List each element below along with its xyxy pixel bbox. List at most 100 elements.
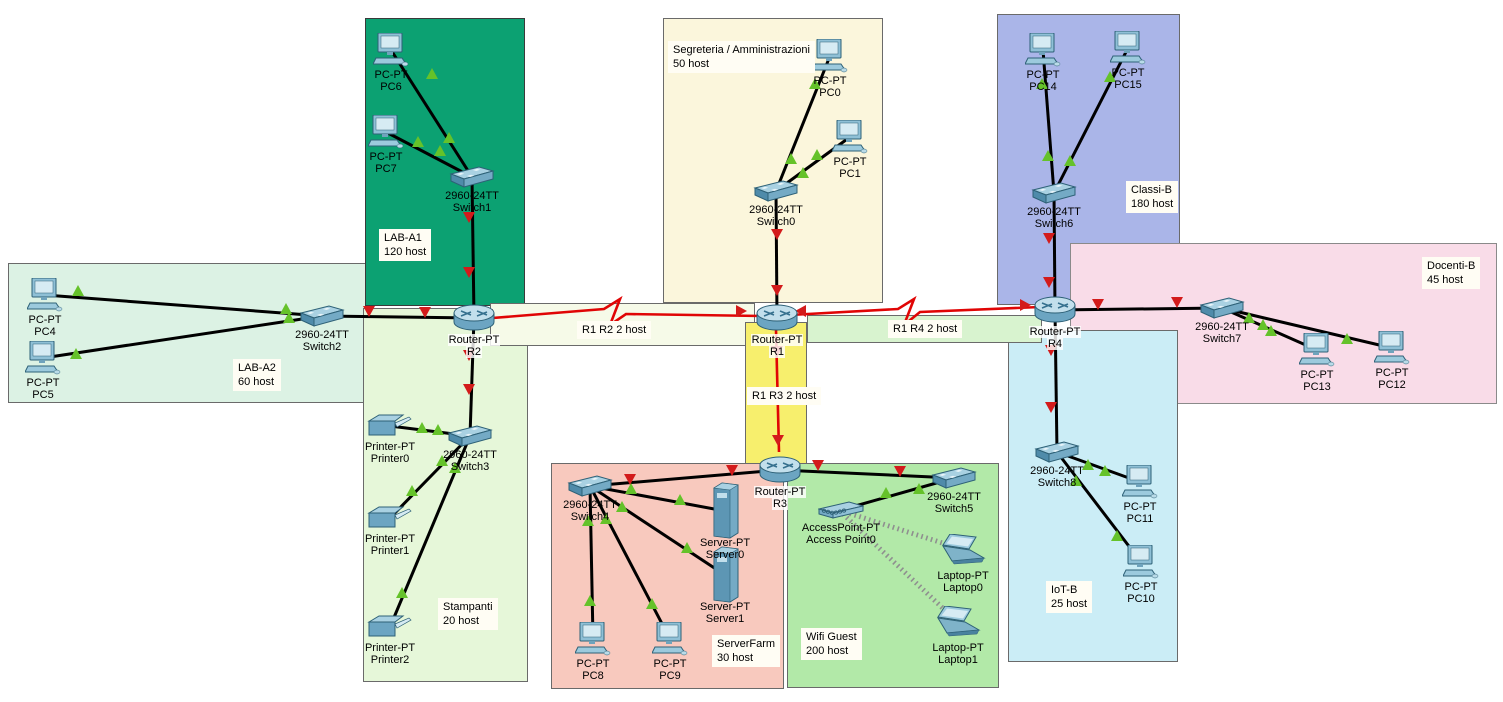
link-switch2-r2[interactable]: [321, 314, 475, 320]
link-switch4-server0[interactable]: [589, 484, 726, 513]
link-switch4-pc8[interactable]: [588, 485, 595, 640]
note-r1-r4: R1 R4 2 host: [888, 320, 963, 338]
printer-icon: [367, 412, 413, 440]
link-status-arrow-red: [726, 465, 738, 476]
device-switch8[interactable]: [1034, 440, 1080, 464]
device-pc0[interactable]: [812, 39, 848, 73]
router-icon: [757, 455, 803, 485]
link-switch8-pc11[interactable]: [1056, 450, 1141, 484]
link-status-arrow-green: [646, 598, 658, 609]
device-pc10[interactable]: [1123, 545, 1159, 579]
device-switch2[interactable]: [299, 304, 345, 328]
device-switch6[interactable]: [1031, 181, 1077, 205]
link-status-arrow-green: [396, 587, 408, 598]
link-switch6-r4[interactable]: [1052, 192, 1057, 311]
device-switch0[interactable]: [753, 179, 799, 203]
link-pc6-switch1[interactable]: [389, 49, 474, 178]
link-status-arrow-green: [625, 483, 637, 494]
device-access-point0[interactable]: [818, 500, 864, 520]
device-pc13[interactable]: [1299, 333, 1335, 367]
device-pc5[interactable]: [25, 341, 61, 375]
link-r4-switch7[interactable]: [1054, 306, 1223, 312]
link-status-arrow-green: [811, 149, 823, 160]
device-pc11[interactable]: [1122, 465, 1158, 499]
device-pc1[interactable]: [832, 120, 868, 154]
link-status-arrow-red: [463, 212, 475, 223]
device-switch5[interactable]: [931, 466, 977, 490]
device-pc6[interactable]: [373, 33, 409, 67]
device-printer1[interactable]: [367, 504, 413, 532]
link-pc4-switch2[interactable]: [44, 293, 323, 318]
link-switch3-printer1[interactable]: [388, 434, 472, 520]
pc-icon: [1122, 465, 1158, 499]
link-switch4-server1[interactable]: [589, 484, 726, 577]
link-switch8-pc10[interactable]: [1055, 451, 1143, 563]
link-access-point0-laptop0[interactable]: [844, 509, 956, 550]
device-r2[interactable]: [451, 303, 497, 333]
link-status-arrow-green: [70, 348, 82, 359]
device-printer2[interactable]: [367, 613, 413, 641]
link-status-arrow-red: [772, 435, 784, 446]
link-switch1-r2[interactable]: [470, 176, 476, 319]
link-pc0-switch0[interactable]: [774, 55, 832, 192]
link-pc14-switch6[interactable]: [1041, 49, 1056, 194]
device-server0[interactable]: [710, 482, 740, 540]
device-server1[interactable]: [710, 546, 740, 604]
device-printer0[interactable]: [367, 412, 413, 440]
link-status-arrow-green: [1265, 325, 1277, 336]
link-status-arrow-red: [894, 466, 906, 477]
link-pc7-switch1[interactable]: [385, 130, 473, 179]
device-pc15[interactable]: [1110, 31, 1146, 65]
device-pc4[interactable]: [27, 278, 63, 312]
device-laptop0[interactable]: [938, 534, 988, 566]
device-pc7[interactable]: [368, 115, 404, 149]
pc-icon: [575, 622, 611, 656]
link-r1-r4[interactable]: [789, 295, 1041, 330]
link-switch4-pc9[interactable]: [588, 485, 672, 640]
server-icon: [710, 546, 740, 604]
device-pc12[interactable]: [1374, 331, 1410, 365]
device-pc8[interactable]: [575, 622, 611, 656]
link-switch0-r1[interactable]: [774, 190, 779, 319]
link-pc5-switch2[interactable]: [42, 314, 323, 360]
device-pc14[interactable]: [1025, 33, 1061, 67]
link-r2-r1[interactable]: [479, 295, 763, 329]
device-switch3[interactable]: [447, 424, 493, 448]
device-r4[interactable]: [1032, 295, 1078, 325]
printer-icon: [367, 504, 413, 532]
router-icon: [754, 303, 800, 333]
device-pc9[interactable]: [652, 622, 688, 656]
device-r3[interactable]: [757, 455, 803, 485]
link-status-arrow-green: [72, 285, 84, 296]
link-status-arrow-green: [1082, 459, 1094, 470]
device-laptop1[interactable]: [933, 606, 983, 638]
pc-icon: [1374, 331, 1410, 365]
device-r1[interactable]: [754, 303, 800, 333]
device-switch7[interactable]: [1199, 296, 1245, 320]
pc-icon: [368, 115, 404, 149]
device-switch4[interactable]: [567, 474, 613, 498]
link-r3-switch4[interactable]: [589, 468, 781, 488]
link-r3-switch5[interactable]: [779, 468, 955, 480]
pc-icon: [1299, 333, 1335, 367]
link-status-arrow-red: [419, 307, 431, 318]
laptop-icon: [933, 606, 983, 638]
device-switch1[interactable]: [449, 165, 495, 189]
